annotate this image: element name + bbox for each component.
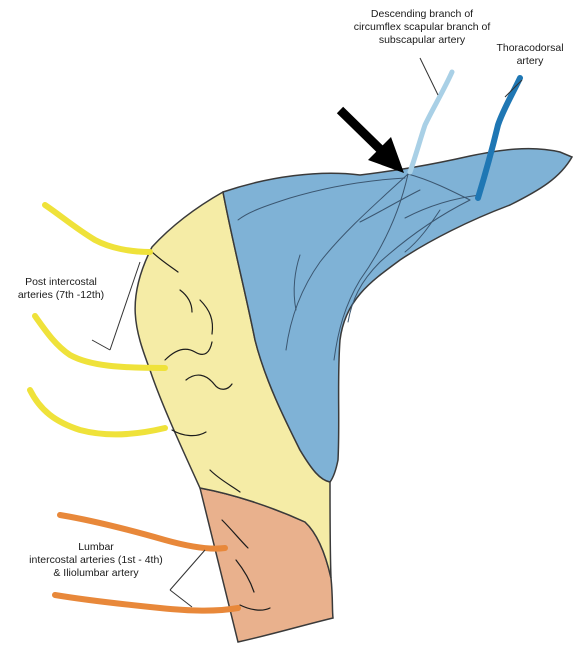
- intercostal-artery-1: [45, 205, 150, 252]
- circumflex-scapular-artery: [410, 72, 452, 172]
- arrow-icon: [340, 110, 404, 173]
- leader-lumbar-2: [170, 590, 192, 607]
- intercostal-artery-3: [30, 390, 165, 434]
- leader-post-2: [92, 340, 110, 350]
- label-lumbar: Lumbar intercostal arteries (1st - 4th) …: [6, 541, 186, 580]
- leader-descending: [420, 58, 438, 95]
- label-descending-branch: Descending branch of circumflex scapular…: [336, 8, 508, 47]
- label-thoracodorsal: Thoracodorsal artery: [488, 42, 572, 68]
- lumbar-artery-2: [55, 595, 238, 611]
- label-post-intercostal: Post intercostal arteries (7th -12th): [6, 276, 116, 302]
